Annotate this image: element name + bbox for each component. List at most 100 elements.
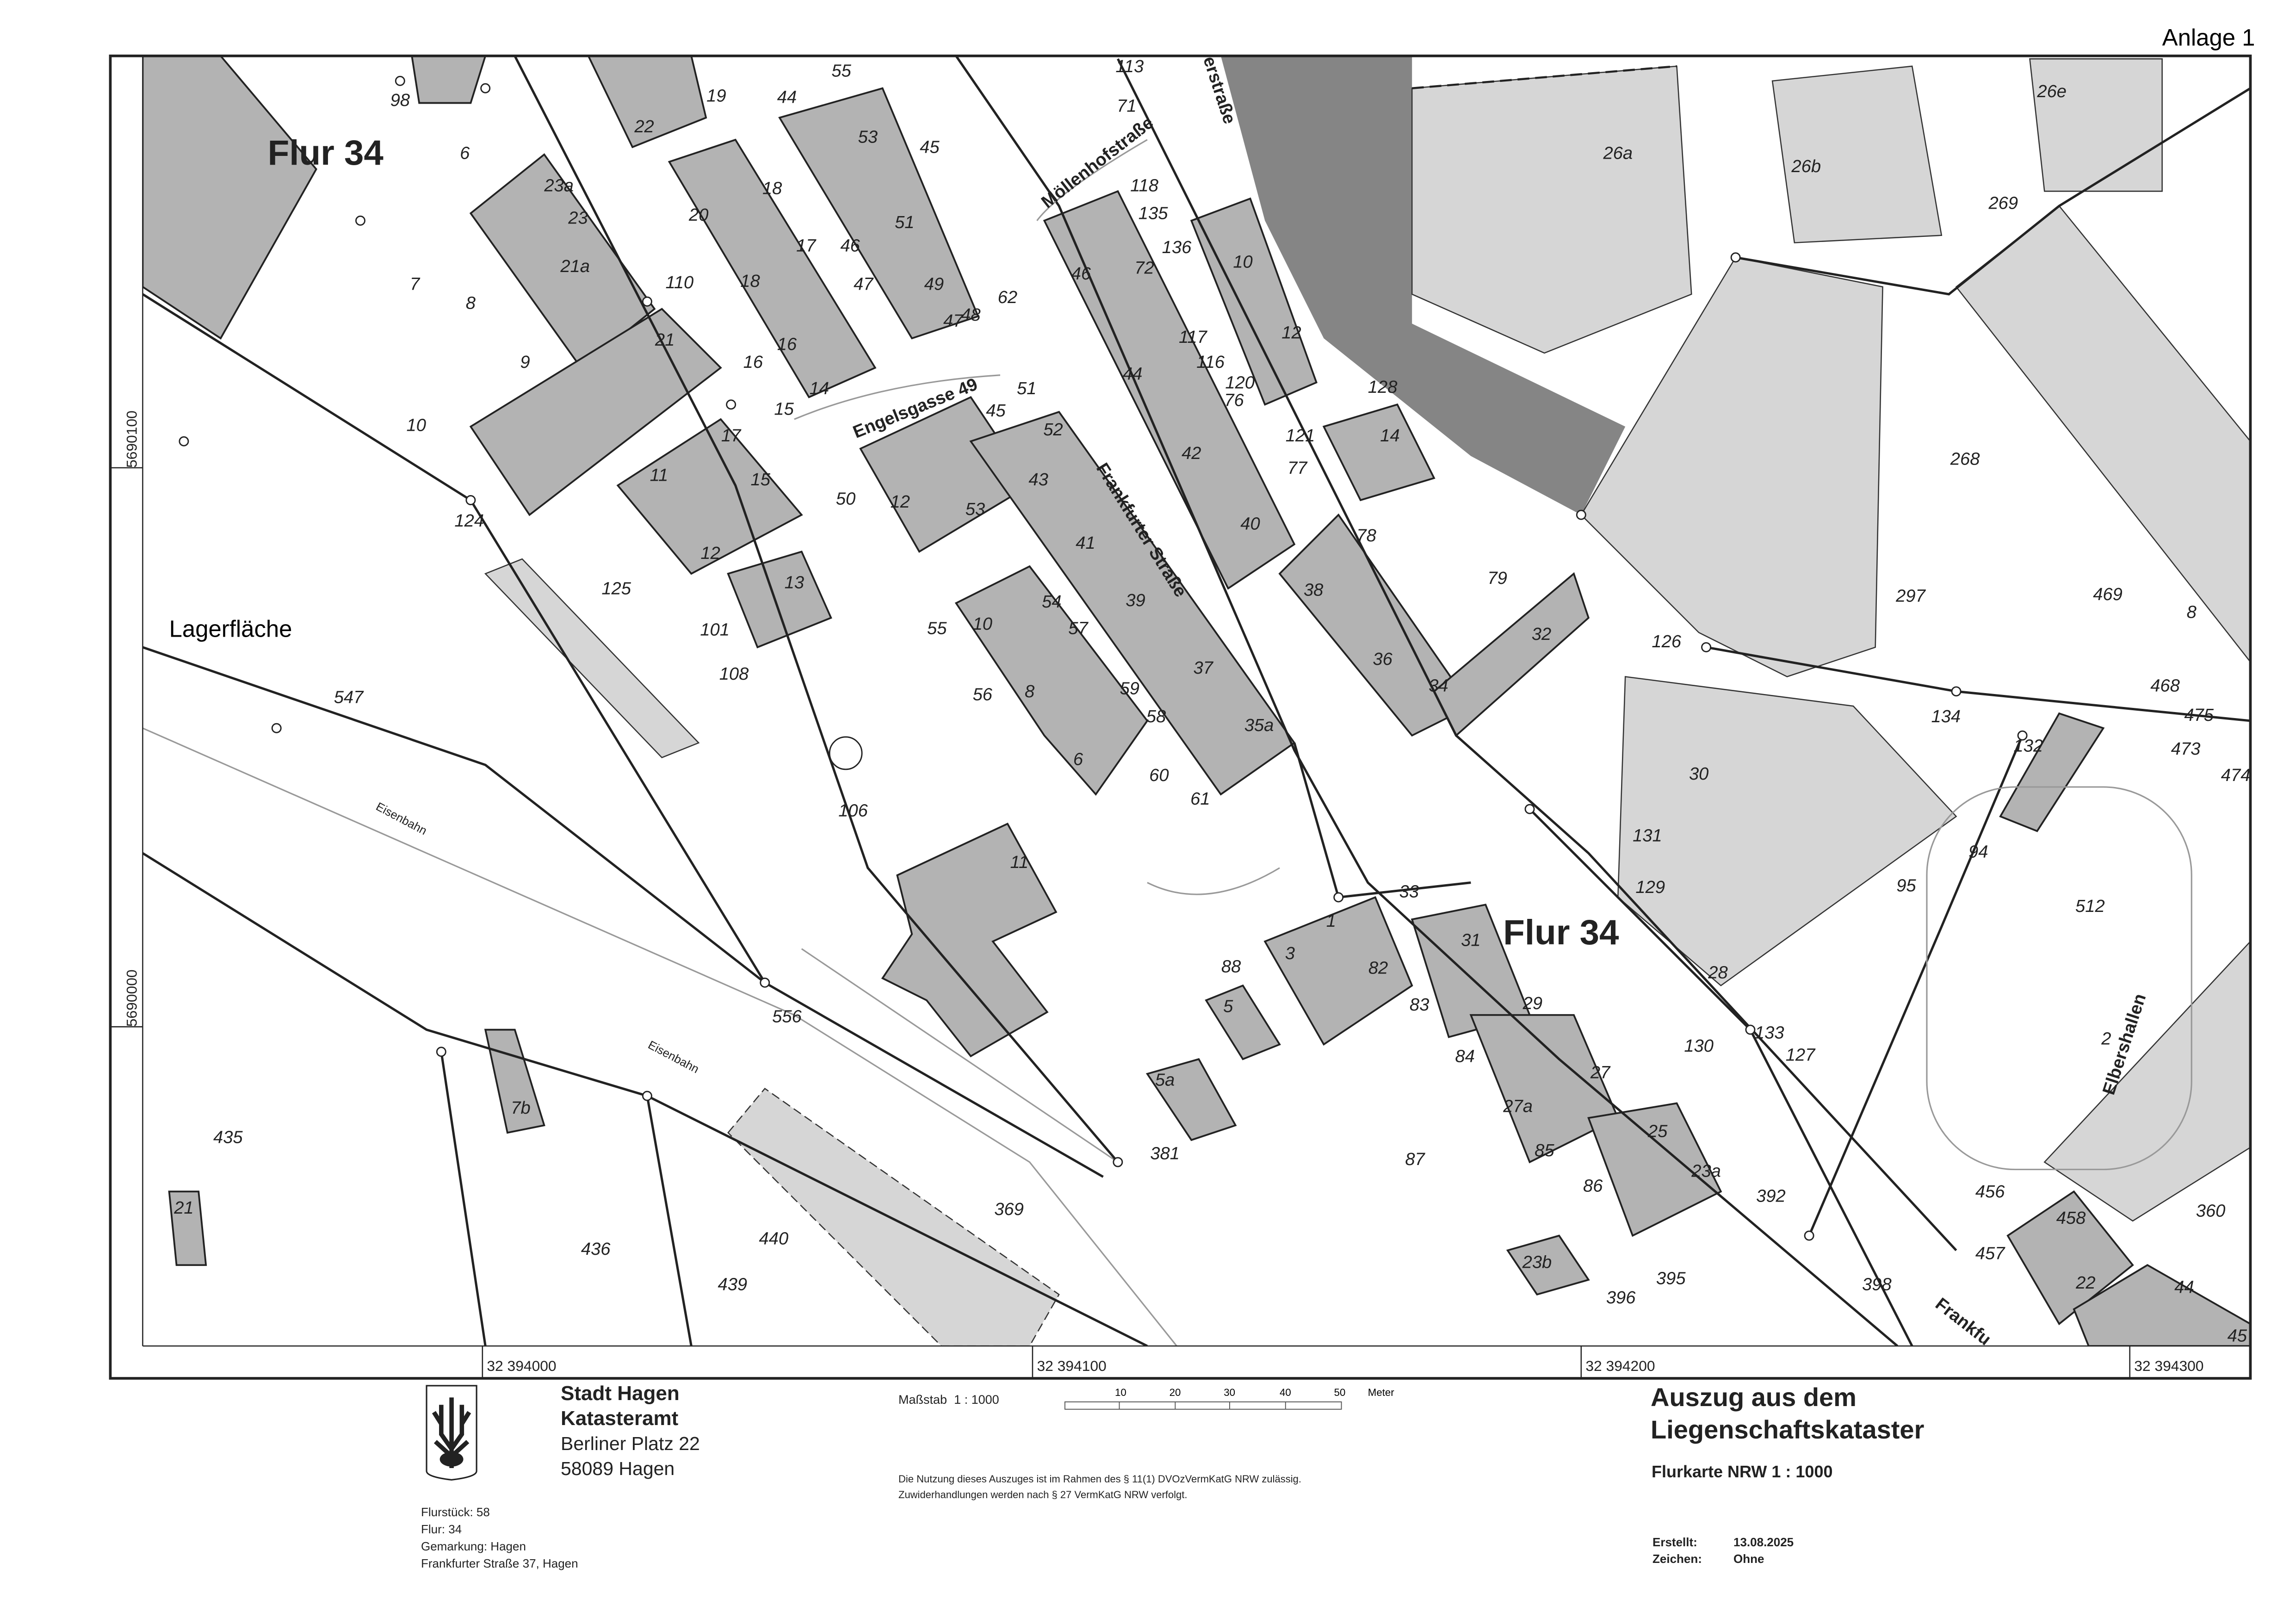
building-13 [727, 550, 832, 649]
building-number: 13 [785, 573, 804, 593]
legal-line: Zuwiderhandlungen werden nach § 27 VermK… [898, 1489, 1188, 1500]
building-44 [2073, 1264, 2251, 1346]
boundary-point [642, 1091, 652, 1101]
building-number: 3 [1285, 943, 1295, 963]
building-21 [469, 308, 722, 516]
building-number: 30 [1689, 764, 1708, 784]
boundary-point [1730, 252, 1741, 263]
parcel-number: 47 [854, 274, 874, 294]
building-number: 34 [1429, 676, 1448, 695]
meta-label-created: Erstellt: [1652, 1535, 1697, 1549]
parcel-number: 77 [1287, 458, 1308, 478]
easting-label: 32 394100 [1037, 1357, 1106, 1374]
parcel-number: 56 [973, 684, 993, 704]
authority-street: Berliner Platz 22 [561, 1433, 700, 1454]
building-number: 21 [655, 330, 675, 350]
parcel-number: 117 [1179, 327, 1208, 347]
building-number: 21a [560, 256, 590, 276]
parcel-number: 11 [650, 465, 668, 485]
parcel-number: 360 [2196, 1201, 2226, 1221]
building-5a [1145, 1058, 1237, 1141]
parcel-number: 61 [1190, 789, 1210, 809]
parcel-number: 439 [718, 1274, 748, 1294]
parcel-number: 124 [454, 511, 484, 531]
parcel-number: 8 [466, 293, 476, 313]
building-number: 27 [1590, 1062, 1611, 1082]
boundary-point [271, 723, 282, 733]
building-number: 20 [688, 205, 708, 225]
track-oval [1926, 786, 2192, 1171]
parcel-boundary [1293, 742, 1471, 899]
building-number: 10 [973, 614, 992, 634]
building-number: 42 [1182, 443, 1201, 463]
legal-line: Die Nutzung dieses Auszuges ist im Rahme… [898, 1473, 1301, 1485]
building-14 [1322, 403, 1436, 502]
building-number: 11 [1010, 852, 1029, 872]
building-number: 18 [740, 271, 760, 291]
parcel-number: 396 [1606, 1288, 1636, 1308]
parcel-number: 60 [1149, 765, 1169, 785]
scale-label-text: Maßstab [898, 1393, 947, 1407]
parcel-number: 50 [836, 489, 855, 509]
boundary-point [1951, 686, 1962, 697]
parcel-number: 84 [1455, 1046, 1474, 1066]
boundary-point [1113, 1157, 1123, 1167]
scale-tick: 20 [1170, 1387, 1181, 1398]
building-number: 14 [810, 378, 829, 398]
railway-platform-2 [727, 1088, 1060, 1346]
document-subtitle: Flurkarte NRW 1 : 1000 [1652, 1462, 1833, 1481]
parcel-number: 126 [1652, 632, 1681, 651]
parcel-number: 556 [772, 1007, 802, 1027]
parcel-number: 469 [2093, 584, 2123, 604]
dark-parcel [1220, 56, 1626, 515]
building-26e [2029, 58, 2163, 192]
parcel-number: 134 [1931, 707, 1961, 726]
building-10-6 [954, 565, 1149, 796]
parcel-number: 45 [2228, 1326, 2247, 1346]
building-number: 46 [1071, 264, 1091, 284]
building-labels: 2220181614555351494723a2321a211715131210… [173, 61, 2197, 1293]
building-number: 7b [511, 1098, 530, 1118]
building-34-32 [1433, 572, 1590, 737]
parcel-number: 86 [1583, 1176, 1603, 1196]
parcel-number: 269 [1988, 193, 2018, 213]
parcel-boundary [646, 1096, 693, 1346]
authority-city: Stadt Hagen [561, 1382, 680, 1405]
parcel-number: 369 [994, 1199, 1024, 1219]
northing-label: 5690000 [124, 969, 140, 1027]
meta-value-reference: Ohne [1733, 1552, 1764, 1566]
parcel-info-gemarkung: Gemarkung: Hagen [421, 1539, 526, 1553]
parcel-number: 55 [927, 618, 947, 638]
parcel-number: 59 [1120, 679, 1139, 699]
building-17-15 [616, 418, 803, 575]
parcel-boundary [1735, 87, 2251, 296]
building-number: 10 [1233, 252, 1252, 272]
building-number: 22 [634, 117, 654, 136]
building-7b [484, 1029, 545, 1134]
area-label-lagerflaeche: Lagerfläche [169, 616, 292, 642]
parcel-number: 136 [1162, 237, 1192, 257]
easting-label: 32 394200 [1585, 1357, 1655, 1374]
coat-of-arms-logo [426, 1385, 477, 1481]
parcel-number: 120 [1225, 372, 1255, 392]
building-number: 2 [2101, 1029, 2111, 1048]
building-row-55-47 [778, 87, 979, 340]
playground-icon [829, 736, 863, 770]
building-number: 41 [1076, 533, 1095, 553]
parcel-number: 9 [520, 352, 530, 372]
scale-tick: 10 [1115, 1387, 1126, 1398]
building-number: 38 [1304, 580, 1323, 600]
building-number: 8 [1025, 682, 1034, 701]
parcel-number: 71 [1117, 96, 1136, 116]
curb-lines [794, 139, 1280, 895]
meta-label-reference: Zeichen: [1652, 1552, 1702, 1566]
parcel-number: 18 [762, 179, 782, 198]
parcel-number: 457 [1975, 1244, 2005, 1264]
parcel-info-flurstueck: Flurstück: 58 [421, 1505, 490, 1519]
building-number: 5 [1223, 996, 1233, 1016]
parcel-number: 132 [2014, 736, 2043, 756]
title-line: Auszug aus dem [1651, 1382, 1857, 1412]
parcel-number: 79 [1487, 568, 1507, 588]
